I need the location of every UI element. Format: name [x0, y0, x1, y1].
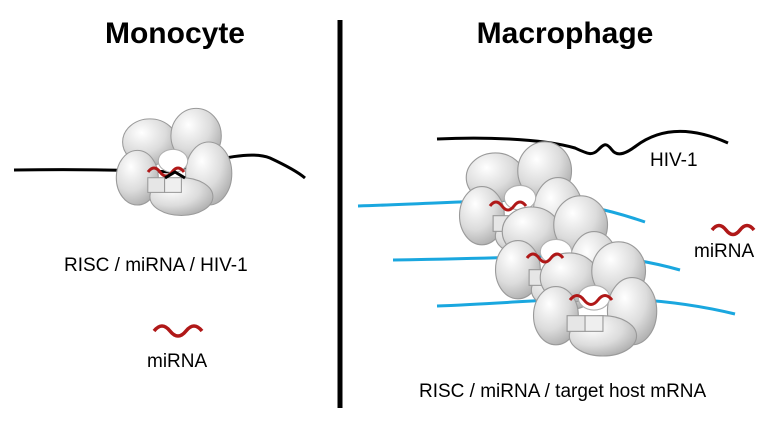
macrophage-mirna-label: miRNA — [694, 241, 755, 262]
mirna-icon — [710, 223, 756, 237]
risc-complex-icon — [115, 107, 233, 217]
macrophage-complex-label: RISC / miRNA / target host mRNA — [419, 381, 707, 402]
monocyte-complex-label: RISC / miRNA / HIV-1 — [64, 255, 248, 276]
monocyte-title: Monocyte — [104, 17, 245, 50]
mirna-icon — [525, 252, 565, 264]
mirna-icon — [568, 294, 614, 306]
macrophage-title: Macrophage — [476, 17, 654, 50]
macrophage-hiv-1-label: HIV-1 — [650, 150, 698, 171]
mirna-icon — [152, 324, 204, 338]
hiv-1-rna-in-complex — [164, 170, 186, 180]
monocyte-mirna-label: miRNA — [147, 351, 208, 372]
mirna-icon — [488, 200, 528, 212]
hiv-1-rna-strand — [436, 129, 729, 156]
